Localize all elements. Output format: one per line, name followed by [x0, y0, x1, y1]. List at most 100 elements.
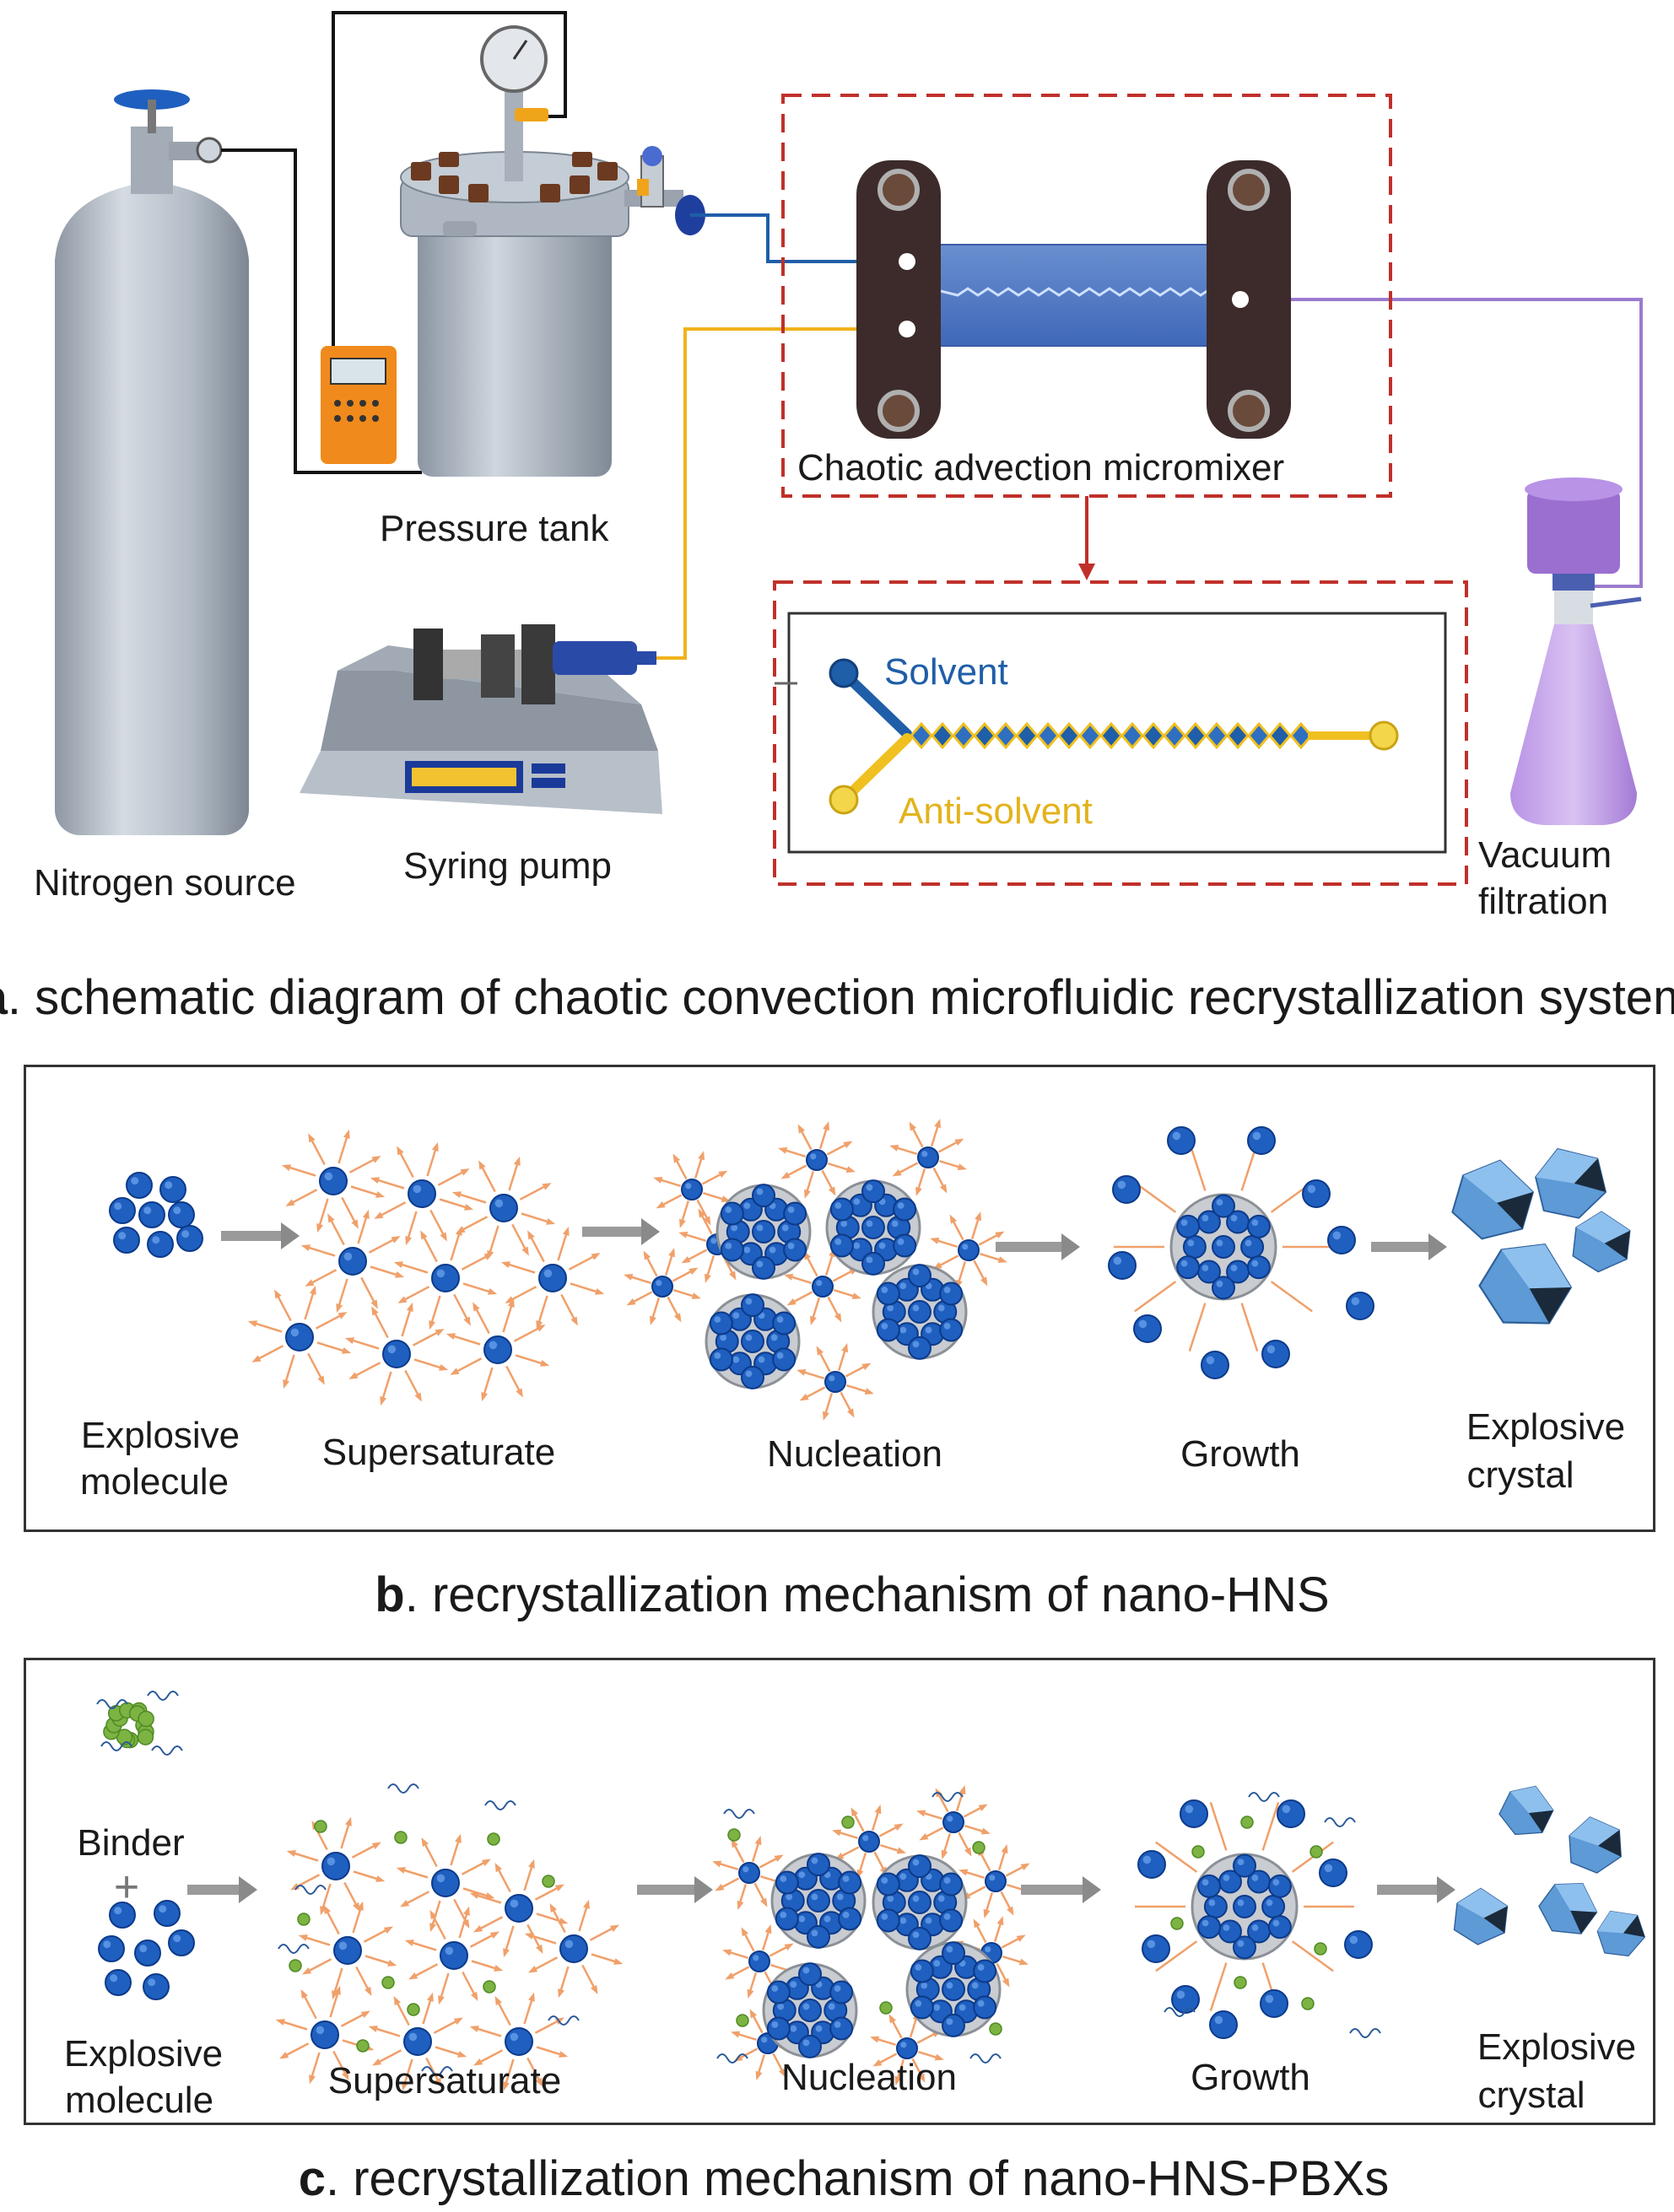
- molecule-icon: [1267, 1874, 1292, 1898]
- molecule-icon: [876, 1908, 900, 1933]
- c-stage-1-line1: Explosive: [63, 2033, 224, 2074]
- binder-bead-icon: [1234, 1976, 1247, 1989]
- binder-bead-icon: [1314, 1942, 1327, 1956]
- molecule-icon: [798, 1962, 822, 1987]
- binder-chain-icon: [932, 1792, 964, 1802]
- binder-chain-icon: [1164, 2007, 1196, 2017]
- b-stage-1-line1: Explosive: [80, 1415, 240, 1456]
- c-stage-3-label: Nucleation: [781, 2057, 957, 2098]
- binder-chain-icon: [548, 2015, 580, 2026]
- molecule-icon: [505, 2027, 533, 2056]
- molecule-icon: [1344, 1930, 1373, 1959]
- molecule-icon: [440, 1941, 468, 1970]
- binder-bead-icon: [137, 1729, 154, 1745]
- binder-bead-icon: [989, 2022, 1002, 2036]
- molecule-icon: [1260, 1989, 1288, 2018]
- anti-solvent-label: Anti-solvent: [899, 790, 1093, 832]
- molecule-icon: [559, 1934, 588, 1963]
- molecule-icon: [1233, 1935, 1256, 1960]
- molecule-icon: [1142, 1934, 1170, 1963]
- molecule-icon: [143, 1973, 170, 2000]
- molecule-icon: [775, 1870, 799, 1895]
- panel-b-frame: [24, 1065, 1655, 1532]
- binder-bead-icon: [736, 2014, 749, 2027]
- binder-chain-icon: [294, 1885, 327, 1895]
- crystal-icon: [1451, 1159, 1535, 1240]
- vacuum-filtration-label-1: Vacuum: [1478, 834, 1612, 876]
- binder-bead-icon: [356, 2039, 370, 2053]
- molecule-icon: [168, 1929, 195, 1956]
- nitrogen-source-label: Nitrogen source: [34, 862, 296, 904]
- binder-bead-icon: [1310, 1845, 1323, 1859]
- pressure-tank-label: Pressure tank: [380, 508, 609, 549]
- binder-bead-icon: [487, 1832, 500, 1846]
- molecule-icon: [1137, 1850, 1166, 1879]
- binder-bead-icon: [542, 1875, 555, 1888]
- gas-lines: [221, 11, 567, 474]
- molecule-icon: [1319, 1859, 1347, 1887]
- zoom-dashed-box: [773, 580, 1468, 886]
- molecule-icon: [942, 1811, 964, 1833]
- molecule-icon: [838, 1870, 862, 1895]
- molecule-icon: [985, 1870, 1007, 1892]
- binder-chain-icon: [100, 1741, 132, 1751]
- binder-bead-icon: [879, 2001, 893, 2015]
- b-stage-4-label: Growth: [1180, 1433, 1300, 1475]
- molecule-icon: [798, 1999, 822, 2022]
- molecule-icon: [807, 1853, 830, 1877]
- syringe-pump-label: Syring pump: [403, 845, 613, 887]
- nitrogen-cylinder-icon: [55, 89, 249, 835]
- binder-bead-icon: [1191, 1845, 1205, 1859]
- molecule-icon: [1233, 1895, 1256, 1918]
- binder-bead-icon: [394, 1831, 408, 1844]
- pressure-controller-icon: [321, 346, 397, 464]
- molecule-icon: [403, 2027, 432, 2056]
- vacuum-filtration-label-2: filtration: [1478, 881, 1609, 922]
- binder-chain-icon: [387, 1783, 419, 1794]
- binder-chain-icon: [1349, 2028, 1381, 2038]
- binder-chain-icon: [1324, 1817, 1356, 1827]
- binder-bead-icon: [483, 1980, 496, 1993]
- molecule-icon: [134, 1940, 161, 1967]
- binder-bead-icon: [841, 1815, 855, 1829]
- binder-bead-icon: [297, 1913, 310, 1926]
- caption-c-letter: c: [298, 2151, 326, 2206]
- molecule-icon: [910, 1959, 934, 1983]
- crystal-icon: [1569, 1816, 1622, 1874]
- molecule-icon: [858, 1831, 880, 1853]
- b-stage-3-label: Nucleation: [767, 1433, 942, 1475]
- molecule-icon: [908, 1854, 932, 1879]
- caption-b: b. recrystallization mechanism of nano-H…: [375, 1566, 1329, 1625]
- c-stage-2-label: Supersaturate: [327, 2060, 562, 2101]
- caption-a-letter: a: [0, 970, 8, 1025]
- process-arrow: [1371, 1242, 1430, 1252]
- solvent-label: Solvent: [884, 651, 1008, 693]
- molecule-icon: [738, 1862, 760, 1884]
- micromixer-chip-icon: [856, 160, 1291, 439]
- molecule-icon: [1277, 1799, 1305, 1828]
- molecule-icon: [908, 1926, 932, 1950]
- binder-label: Binder: [77, 1822, 185, 1864]
- binder-bead-icon: [138, 1710, 154, 1728]
- molecule-icon: [1197, 1915, 1222, 1940]
- pressure-tank-icon: [400, 25, 705, 477]
- binder-chain-icon: [716, 2053, 748, 2064]
- caption-a-text: . schematic diagram of chaotic convectio…: [7, 970, 1674, 1025]
- molecule-icon: [1197, 1874, 1222, 1898]
- c-stage-4-label: Growth: [1191, 2057, 1310, 2098]
- molecule-icon: [1171, 1985, 1200, 2014]
- process-arrow: [1377, 1885, 1439, 1895]
- molecule-icon: [98, 1935, 125, 1962]
- micromixer-label: Chaotic advection micromixer: [797, 447, 1285, 488]
- crystal-icon: [1498, 1785, 1554, 1836]
- molecule-icon: [939, 1908, 964, 1933]
- binder-chain-icon: [484, 1800, 516, 1810]
- molecule-icon: [775, 1907, 799, 1931]
- c-stage-5-line2: crystal: [1477, 2074, 1585, 2116]
- binder-chain-icon: [723, 1809, 755, 1819]
- process-arrow: [582, 1227, 643, 1237]
- binder-bead-icon: [1170, 1917, 1184, 1930]
- b-stage-1-line2: molecule: [79, 1461, 230, 1503]
- binder-bead-icon: [727, 1828, 741, 1842]
